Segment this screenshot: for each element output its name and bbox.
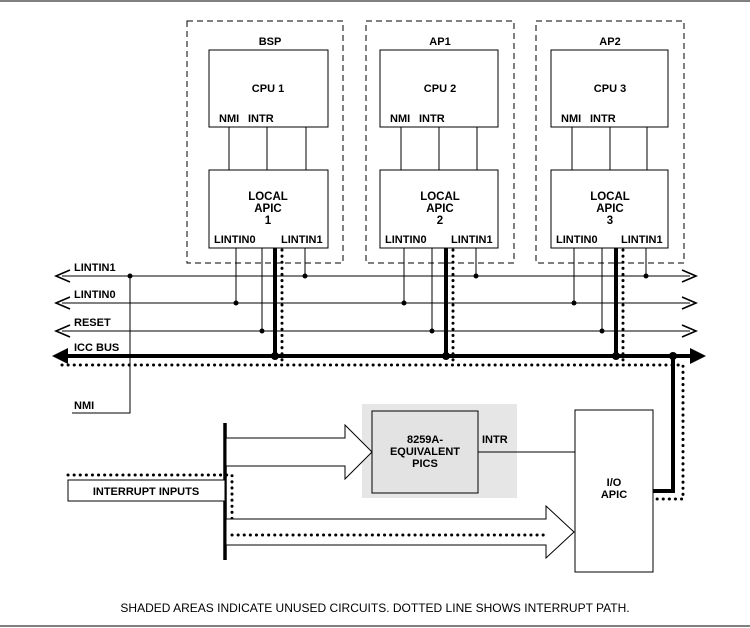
junction-dot [429, 328, 435, 334]
pic-label-line1: 8259A- [407, 434, 443, 446]
local-apic-box [208, 169, 329, 249]
processor-group-bsp: BSP CPU 1 NMI INTR LOCAL APIC 1 LINTIN0 … [186, 20, 344, 264]
nmi-junction-dot [127, 273, 133, 279]
junction-dot [401, 300, 407, 306]
icc-bus-label: ICC BUS [74, 342, 119, 354]
apic-lintin0-label: LINTIN0 [214, 234, 256, 246]
pic-box [371, 410, 479, 494]
apic-lintin1-label: LINTIN1 [621, 234, 663, 246]
nmi-line [72, 276, 131, 414]
pic-block: 8259A- EQUIVALENT PICS INTR [362, 404, 575, 498]
apic-label-line2: APIC [426, 203, 453, 215]
local-apic-box [550, 169, 669, 249]
apic-label-line3: 2 [437, 215, 443, 227]
cpu-label: CPU 2 [424, 83, 456, 95]
apic-label-line1: LOCAL [420, 191, 460, 203]
local-apic-box [379, 169, 499, 249]
pic-label-line2: EQUIVALENT [390, 446, 460, 458]
diagram-caption: SHADED AREAS INDICATE UNUSED CIRCUITS. D… [120, 601, 629, 615]
lintin1-right-arrowhead [681, 269, 699, 283]
processor-group-ap1: AP1 CPU 2 NMI INTR LOCAL APIC 2 LINTIN0 … [365, 20, 515, 264]
apic-label-line1: LOCAL [590, 191, 630, 203]
reset-right-arrowhead [681, 324, 699, 338]
dashed-group-outline [186, 20, 344, 264]
dashed-group-outline [365, 20, 515, 264]
junction-dot [442, 352, 450, 360]
cpu-nmi-label: NMI [219, 113, 239, 125]
pic-intr-label: INTR [482, 434, 508, 446]
io-apic-to-icc-bus [653, 356, 675, 493]
icc-bus-right-arrowhead [690, 348, 706, 364]
icc-bus-left-arrowhead [52, 348, 68, 364]
junction-dot [643, 273, 649, 279]
signal-lines: LINTIN1 LINTIN0 RESET ICC BUS NMI [52, 262, 706, 414]
junction-dot [571, 300, 577, 306]
junction-dot [302, 273, 308, 279]
dotted-path-interrupt-inputs [66, 473, 550, 537]
group-label: AP1 [429, 36, 450, 48]
hollow-arrow-to-io-apic [225, 504, 575, 560]
cpu-label: CPU 1 [252, 83, 284, 95]
interrupt-inputs-box [67, 479, 226, 502]
cpu-box [379, 49, 499, 128]
apic-taps [233, 248, 677, 493]
apic-label-line2: APIC [596, 203, 623, 215]
cpu-nmi-label: NMI [561, 113, 581, 125]
junction-dot [259, 328, 265, 334]
apic-label-line3: 3 [607, 215, 613, 227]
io-apic-label-line2: APIC [601, 489, 627, 501]
apic-lintin1-label: LINTIN1 [451, 234, 493, 246]
dashed-group-outline [535, 20, 685, 264]
cpu-box [208, 49, 329, 128]
apic-label-line3: 1 [265, 215, 272, 227]
junction-dot [612, 352, 620, 360]
junction-dot [473, 273, 479, 279]
reset-bus-label: RESET [74, 317, 111, 329]
cpu-intr-label: INTR [590, 113, 616, 125]
junction-dot [233, 300, 239, 306]
reset-left-arrowhead [53, 324, 71, 338]
interrupt-inputs-label: INTERRUPT INPUTS [93, 486, 199, 498]
group-label: BSP [259, 36, 282, 48]
interrupt-inputs-block: INTERRUPT INPUTS [67, 423, 575, 560]
junction-dot [271, 352, 279, 360]
io-apic-block: I/O APIC [574, 409, 654, 573]
apic-lintin0-label: LINTIN0 [556, 234, 598, 246]
dotted-path-icc-bus [60, 363, 685, 501]
lintin1-bus-label: LINTIN1 [74, 262, 116, 274]
cpu-intr-label: INTR [419, 113, 445, 125]
apic-lintin1-label: LINTIN1 [281, 234, 323, 246]
lintin1-left-arrowhead [53, 269, 71, 283]
group-label: AP2 [599, 36, 620, 48]
cpu-box [550, 49, 669, 128]
apic-label-line1: LOCAL [248, 191, 288, 203]
io-apic-box [574, 409, 654, 573]
cpu-nmi-label: NMI [390, 113, 410, 125]
apic-label-line2: APIC [254, 203, 281, 215]
interrupt-path-dotted [60, 248, 685, 537]
hollow-arrow-to-pic [225, 423, 373, 481]
lintin0-bus-label: LINTIN0 [74, 289, 116, 301]
cpu-label: CPU 3 [594, 83, 626, 95]
lintin0-right-arrowhead [681, 296, 699, 310]
nmi-bus-label: NMI [74, 400, 94, 412]
cpu-intr-label: INTR [248, 113, 274, 125]
lintin0-left-arrowhead [53, 296, 71, 310]
apic-lintin0-label: LINTIN0 [385, 234, 427, 246]
junction-dot [599, 328, 605, 334]
pic-label-line3: PICS [412, 458, 438, 470]
processor-group-ap2: AP2 CPU 3 NMI INTR LOCAL APIC 3 LINTIN0 … [535, 20, 685, 264]
io-apic-label-line1: I/O [607, 477, 622, 489]
